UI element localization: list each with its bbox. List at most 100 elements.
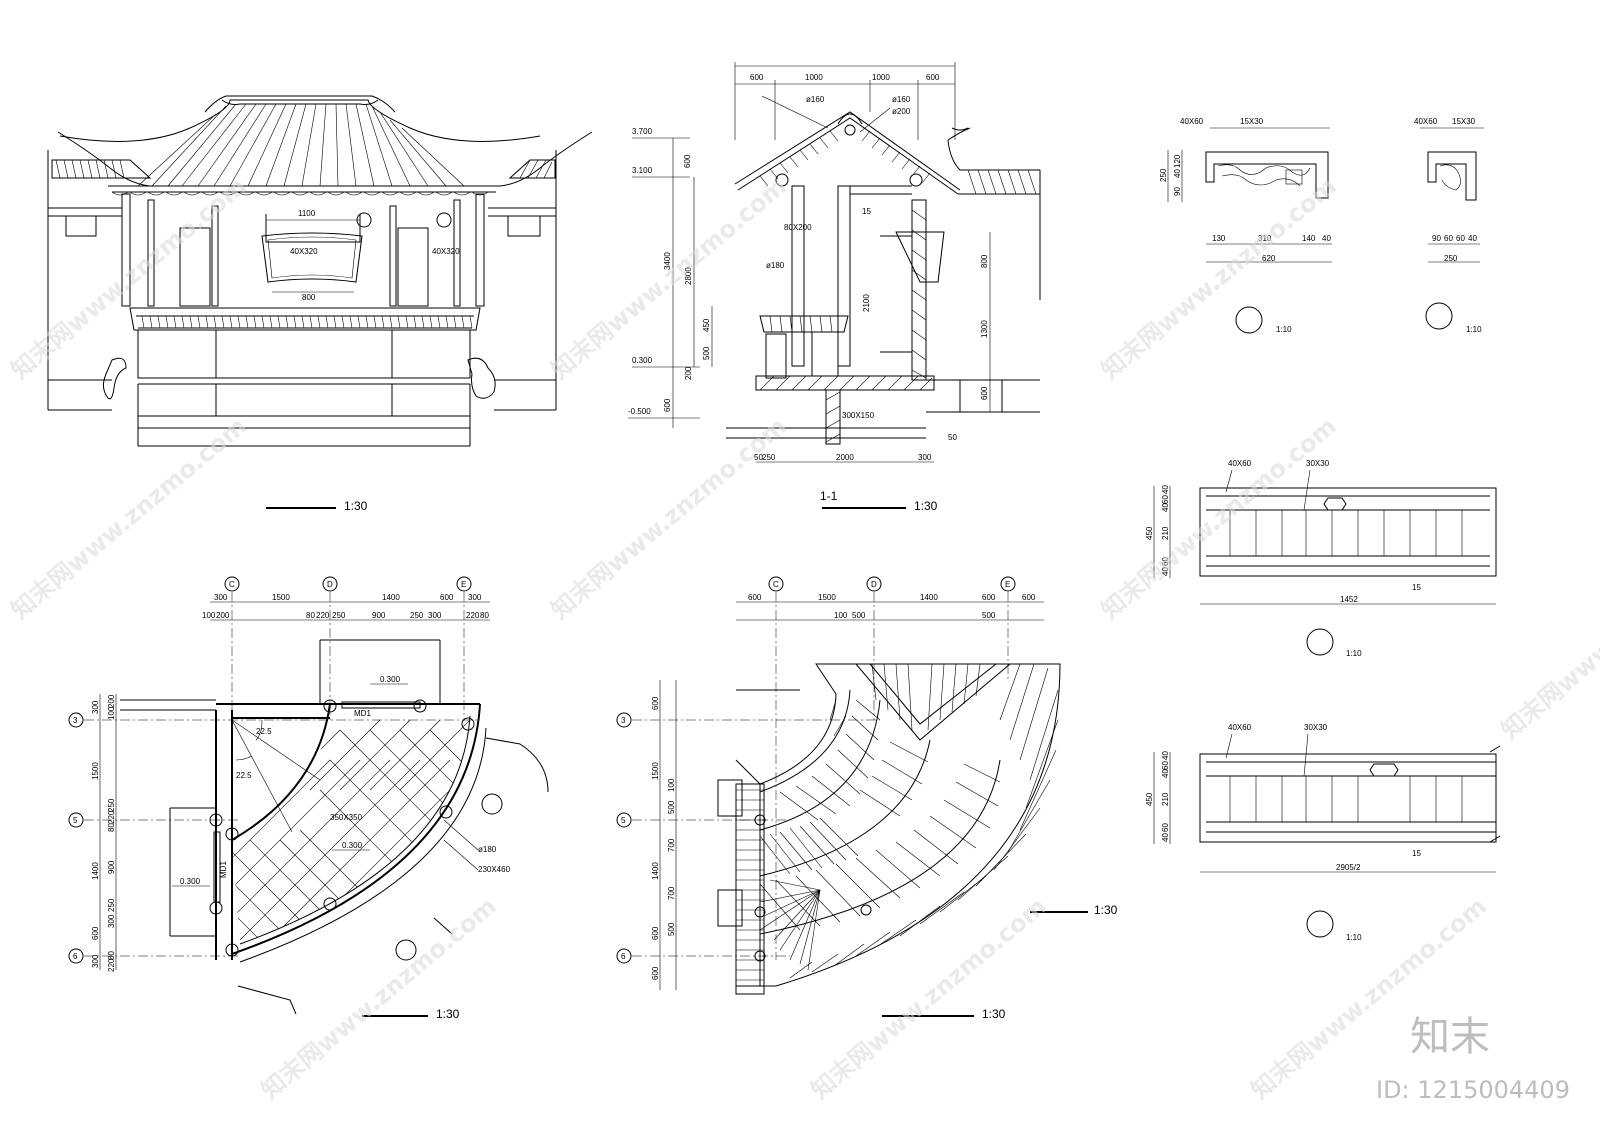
label-80x200: 80X200	[784, 223, 812, 232]
bracket2-dim-90: 90	[1432, 234, 1441, 243]
rp-top-dim-1: 600	[748, 593, 762, 602]
watermark-1: 知末网www.znzmo.com	[6, 172, 252, 385]
watermark-2: 知末网www.znzmo.com	[546, 172, 792, 385]
rail2-dim-40b: 40	[1161, 769, 1170, 778]
floor-plan-tile-grid	[232, 719, 470, 941]
roof-plan-axes: C D E 3 5 6	[616, 576, 1016, 964]
rp-left-dim-1: 600	[651, 696, 660, 710]
railing-detail-2: 450 40 60 40 210 60 40 40X60 30X30 15 29…	[1145, 723, 1501, 942]
railing-detail-1: 450 40 60 40 210 60 40 40X60 30X30 15 14…	[1145, 459, 1497, 658]
rp-top-dim-3: 1400	[920, 593, 938, 602]
fp-label-tile: 350X350	[330, 813, 363, 822]
fp-top2-dim-4: 220	[316, 611, 330, 620]
rail1-dim-40b: 40	[1161, 503, 1170, 512]
elevation-dimensions: 1100 40X320 40X320 800 1:30	[266, 209, 460, 513]
sec-top-dim-1: 600	[750, 73, 764, 82]
rail1-dim-60b: 60	[1161, 557, 1170, 566]
fp-left-dim-10: 250	[107, 898, 116, 912]
roof-axis-D: D	[871, 580, 877, 589]
sec-left-dim-7: 600	[663, 398, 672, 412]
bracket1-dim-40x60: 40X60	[1180, 117, 1204, 126]
axis-6: 6	[73, 952, 78, 961]
section-level-marks: 3.700 3.100 0.300 -0.500	[628, 127, 700, 419]
fp-left-dim-6: 220	[107, 810, 116, 824]
bracket1-dim-310: 310	[1258, 234, 1272, 243]
bracket2-scale: 1:10	[1466, 325, 1482, 334]
floor-plan-scale: 1:30	[436, 1007, 460, 1021]
rp-top2-dim-2: 500	[852, 611, 866, 620]
fp-left-dim-11: 300	[107, 914, 116, 928]
dim-window-frame: 40X320	[290, 247, 318, 256]
fp-top-dim-5: 300	[468, 593, 482, 602]
rp-left-dim-8: 500	[667, 922, 676, 936]
rail2-dim-30x30: 30X30	[1304, 723, 1328, 732]
rail1-dim-15: 15	[1412, 583, 1421, 592]
rp-top2-dim-1: 100	[834, 611, 848, 620]
rp-left-dim-7: 700	[667, 886, 676, 900]
roof-axis-5: 5	[621, 816, 626, 825]
rail2-dim-40a: 40	[1161, 751, 1170, 760]
railing2-scale: 1:10	[1346, 933, 1362, 942]
roof-plan-top-dims: 600 1500 1400 600 600 100 500 500	[736, 593, 1044, 621]
level-3100: 3.100	[632, 166, 653, 175]
rp-left-dim-6: 1400	[651, 862, 660, 880]
label-50: 50	[948, 433, 957, 442]
rail1-dim-60a: 60	[1161, 495, 1170, 504]
floor-plan-angles	[231, 719, 321, 833]
rail1-dim-40c: 40	[1161, 567, 1170, 576]
roof-plan-left-dims: 600 1500 100 500 700 1400 700 500 600 60…	[651, 680, 677, 990]
bracket1-dim-250: 250	[1159, 168, 1168, 182]
rp-top2-dim-3: 500	[982, 611, 996, 620]
sec-bot-dim-1: 50	[754, 453, 763, 462]
rp-top-dim-2: 1500	[818, 593, 836, 602]
level-3700: 3.700	[632, 127, 653, 136]
bracket2-dim-40x60: 40X60	[1414, 117, 1438, 126]
section-columns	[726, 173, 1040, 445]
bracket2-dim-250: 250	[1444, 254, 1458, 263]
label-15: 15	[862, 207, 871, 216]
axis-C: C	[229, 580, 235, 589]
fp-left-dim-7: 80	[107, 823, 116, 832]
bracket-detail-1: 40X60 15X30 250 120 40 90 130 310 140 40…	[1159, 117, 1332, 334]
watermark-layer: 知末网www.znzmo.com 知末网www.znzmo.com 知末网www…	[6, 172, 1600, 1105]
fp-label-md1-left: MD1	[219, 861, 228, 878]
elevation-bench	[102, 307, 496, 447]
fp-left-dim-1: 300	[91, 700, 100, 714]
bracket1-dim-15x30: 15X30	[1240, 117, 1264, 126]
fp-top-dim-1: 300	[214, 593, 228, 602]
fp-top-dim-4: 600	[440, 593, 454, 602]
section-top-dimensions: 600 1000 1000 600	[734, 62, 956, 140]
rail2-dim-2905: 2905/2	[1336, 863, 1361, 872]
fp-top2-dim-10: 80	[480, 611, 489, 620]
sec-right-dim-1: 800	[980, 254, 989, 268]
bracket1-dim-90: 90	[1173, 187, 1182, 196]
bracket1-dim-120: 120	[1173, 154, 1182, 168]
fp-label-level-mid: 0.300	[342, 841, 363, 850]
rail2-dim-60b: 60	[1161, 823, 1170, 832]
dim-window-inner: 800	[302, 293, 316, 302]
fp-top2-dim-6: 900	[372, 611, 386, 620]
fp-top2-dim-1: 100	[202, 611, 216, 620]
image-id-text: ID: 1215004409	[1376, 1076, 1570, 1104]
side-roof-left	[51, 159, 152, 179]
level-0300: 0.300	[632, 356, 653, 365]
sec-left-dim-2: 3400	[663, 252, 672, 270]
sec-right-dim-2: 1300	[980, 320, 989, 338]
watermark-8: 知末网www.znzmo.com	[806, 892, 1052, 1105]
fp-top2-dim-9: 220	[466, 611, 480, 620]
bracket2-dim-40: 40	[1468, 234, 1477, 243]
front-elevation: 1100 40X320 40X320 800 1:30	[47, 95, 593, 513]
axis-3: 3	[73, 716, 78, 725]
rail1-dim-210: 210	[1161, 526, 1170, 540]
label-dia180: ø180	[766, 261, 785, 270]
sec-left-dim-6: 200	[684, 366, 693, 380]
dim-door-frame: 40X320	[432, 247, 460, 256]
fp-top2-dim-3: 80	[306, 611, 315, 620]
sec-left-dim-5: 500	[702, 346, 711, 360]
axis-D: D	[327, 580, 333, 589]
section-title: 1-1	[820, 489, 838, 503]
side-roof-right	[508, 159, 556, 179]
floor-plan-top-dims: 300 1500 1400 600 300 100 200 80 220 250…	[202, 593, 490, 621]
watermark-6: 知末网www.znzmo.com	[1096, 412, 1342, 625]
bracket1-dim-140: 140	[1302, 234, 1316, 243]
